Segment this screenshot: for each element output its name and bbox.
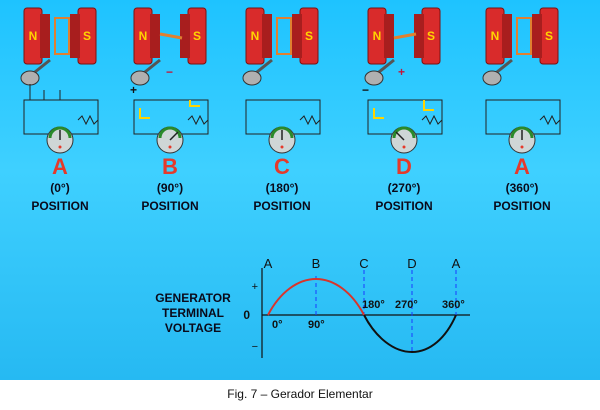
generator-illustration: N S − + <box>362 7 443 154</box>
stage-letter: B <box>162 154 178 179</box>
south-pole-label: S <box>427 29 435 43</box>
north-pole-label: N <box>29 29 38 43</box>
load-resistor <box>187 114 209 126</box>
graph-letter-b: B <box>312 256 321 271</box>
stage-position-label: POSITION <box>493 199 551 213</box>
slip-rings <box>242 70 262 86</box>
stage-letter: D <box>396 154 412 179</box>
voltage-curve-positive <box>267 277 365 316</box>
stage-angle: (90°) <box>156 181 184 195</box>
slip-rings <box>364 70 384 86</box>
graph-title: GENERATOR TERMINAL VOLTAGE <box>138 291 248 336</box>
voltage-graph: + 0 − A B C D A 0° 90° 180° 270° 360° <box>243 256 470 358</box>
plus-sign: + <box>398 65 405 79</box>
armature-coil <box>159 32 183 40</box>
stage-angle: (360°) <box>505 181 539 195</box>
stage-angle: (180°) <box>265 181 299 195</box>
stage-letter: A <box>52 154 68 179</box>
stage-b-90: N S + − B (90°) POSITION <box>110 0 230 230</box>
load-resistor <box>77 114 99 126</box>
load-resistor <box>299 114 321 126</box>
slip-rings <box>130 70 150 86</box>
graph-title-line-2: TERMINAL <box>162 306 224 320</box>
minus-sign: − <box>166 65 173 79</box>
stage-a-0: N S A (0°) POSITION <box>0 0 120 230</box>
south-pole-label: S <box>193 29 201 43</box>
slip-rings <box>482 70 502 86</box>
stage-position-label: POSITION <box>375 199 433 213</box>
zero-label: 0 <box>243 308 250 322</box>
stage-angle: (0°) <box>50 181 70 195</box>
graph-title-line-1: GENERATOR <box>155 291 231 305</box>
diagram-panel: N S A (0°) POSITION N S + <box>0 0 600 380</box>
south-pole-label: S <box>305 29 313 43</box>
figure-caption: Fig. 7 – Gerador Elementar <box>227 387 373 401</box>
generator-illustration: N S + − <box>130 7 209 154</box>
south-pole-label: S <box>83 29 91 43</box>
angle-90: 90° <box>308 319 325 331</box>
generator-illustration: N S <box>482 7 561 154</box>
angle-180: 180° <box>362 299 385 311</box>
load-resistor <box>539 114 561 126</box>
plus-tick-label: + <box>252 281 258 293</box>
voltage-curve-negative <box>363 314 457 354</box>
generator-illustration: N S <box>20 7 99 154</box>
stage-position-label: POSITION <box>31 199 89 213</box>
stage-c-180: N S C (180°) POSITION <box>222 0 342 230</box>
stage-d-270: N S − + D (270°) POSITION <box>344 0 464 230</box>
angle-0: 0° <box>272 319 283 331</box>
graph-letter-a-end: A <box>452 256 461 271</box>
stage-position-label: POSITION <box>141 199 199 213</box>
armature-coil <box>276 17 292 55</box>
stage-letter: C <box>274 154 290 179</box>
generator-illustration: N S <box>242 7 321 154</box>
north-pole-label: N <box>491 29 500 43</box>
north-pole-label: N <box>251 29 260 43</box>
armature-coil <box>393 32 417 40</box>
angle-360: 360° <box>442 299 465 311</box>
stage-position-label: POSITION <box>253 199 311 213</box>
south-pole-label: S <box>545 29 553 43</box>
graph-letter-c: C <box>359 256 368 271</box>
minus-tick-label: − <box>252 341 258 353</box>
stage-letter: A <box>514 154 530 179</box>
load-resistor <box>421 114 443 126</box>
stage-angle: (270°) <box>387 181 421 195</box>
north-pole-label: N <box>139 29 148 43</box>
current-arrow <box>139 108 150 119</box>
graph-title-line-3: VOLTAGE <box>164 321 222 335</box>
armature-coil <box>516 17 532 55</box>
angle-270: 270° <box>395 299 418 311</box>
minus-sign: − <box>362 83 369 97</box>
armature-coil <box>54 17 70 55</box>
stage-a-360: N S A (360°) POSITION <box>462 0 582 230</box>
graph-letter-d: D <box>407 256 416 271</box>
north-pole-label: N <box>373 29 382 43</box>
current-arrow <box>373 108 384 119</box>
graph-letter-a: A <box>264 256 273 271</box>
plus-sign: + <box>130 83 137 97</box>
